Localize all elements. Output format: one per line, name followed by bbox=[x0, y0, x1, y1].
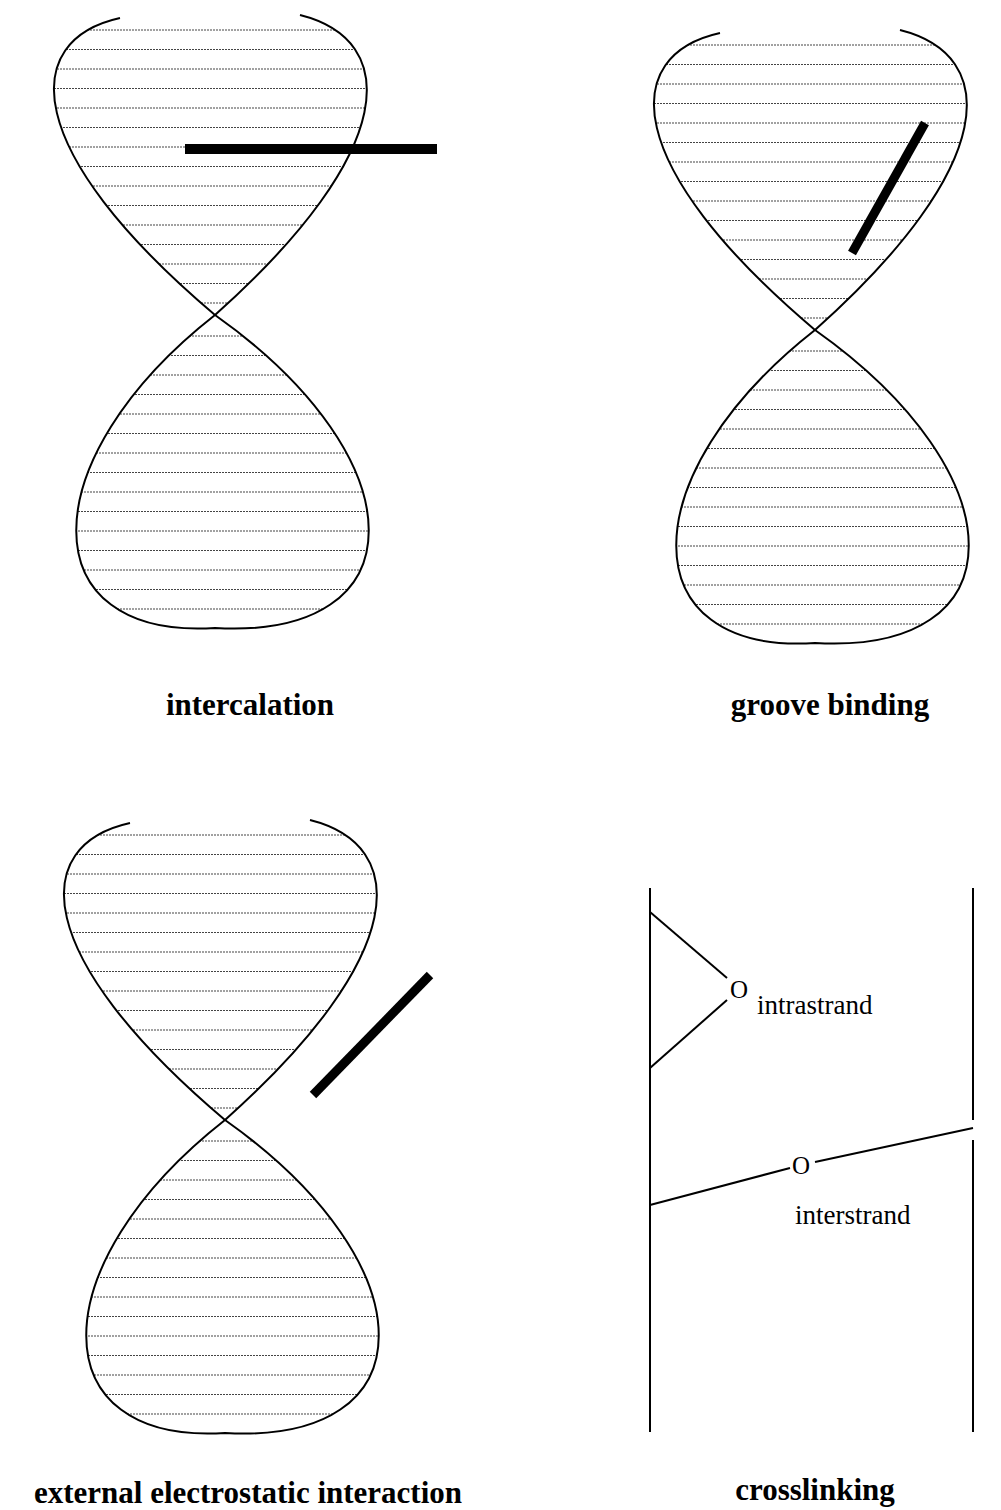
dna-helix bbox=[10, 820, 450, 1434]
panel-caption: external electrostatic interaction bbox=[34, 1476, 462, 1510]
dna-helix bbox=[600, 30, 1001, 644]
panel-caption: crosslinking bbox=[735, 1473, 895, 1507]
groove-binder-bar bbox=[852, 123, 925, 253]
atom-symbol: O bbox=[729, 976, 749, 1004]
panel-caption: intercalation bbox=[166, 688, 334, 722]
crosslink-label: intrastrand bbox=[757, 991, 872, 1021]
crosslink-label: interstrand bbox=[795, 1201, 910, 1231]
dna-helix bbox=[0, 15, 440, 629]
atom-symbol: O bbox=[791, 1152, 811, 1180]
electrostatic-binder-bar bbox=[313, 975, 430, 1095]
intercalator-bar bbox=[185, 144, 437, 154]
panel-caption: groove binding bbox=[731, 688, 929, 722]
crosslink-strands bbox=[650, 888, 973, 1432]
